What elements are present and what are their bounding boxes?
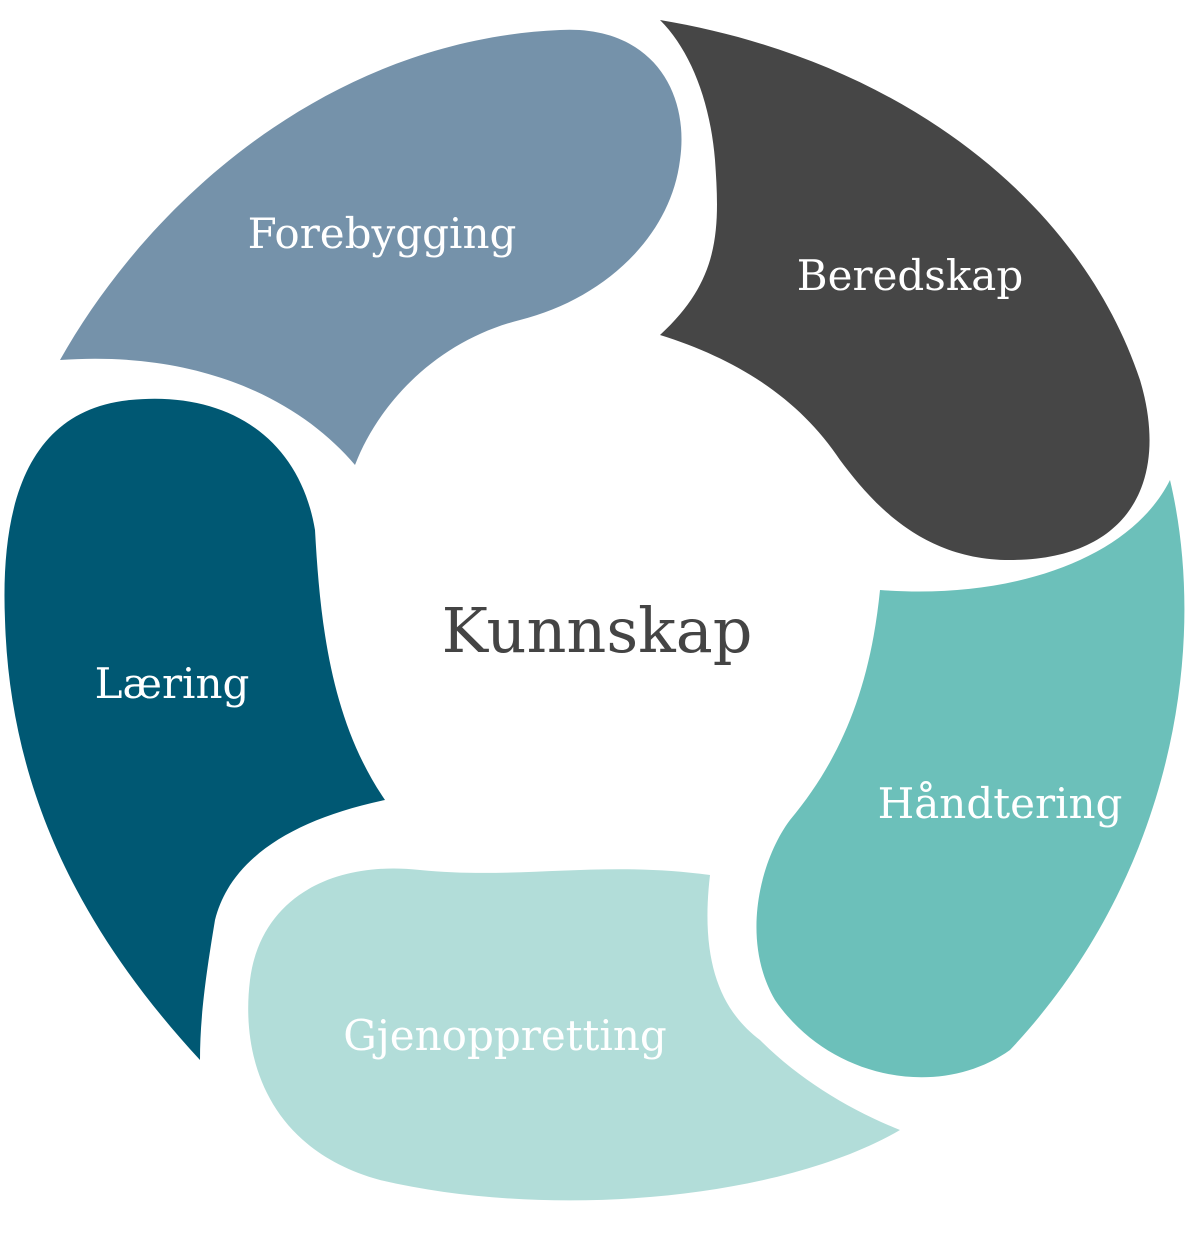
segment-forebygging: Forebygging [60,29,682,466]
segment-laering: Læring [4,398,385,1061]
segment-beredskap: Beredskap [660,20,1150,560]
label-forebygging: Forebygging [248,209,517,258]
label-gjenoppretting: Gjenoppretting [343,1011,667,1060]
segment-handtering: Håndtering [756,480,1185,1078]
label-laering: Læring [95,659,250,708]
label-beredskap: Beredskap [797,251,1023,300]
label-handtering: Håndtering [878,779,1123,828]
segment-gjenoppretting: Gjenoppretting [248,868,901,1201]
center-label: Kunnskap [442,594,753,667]
